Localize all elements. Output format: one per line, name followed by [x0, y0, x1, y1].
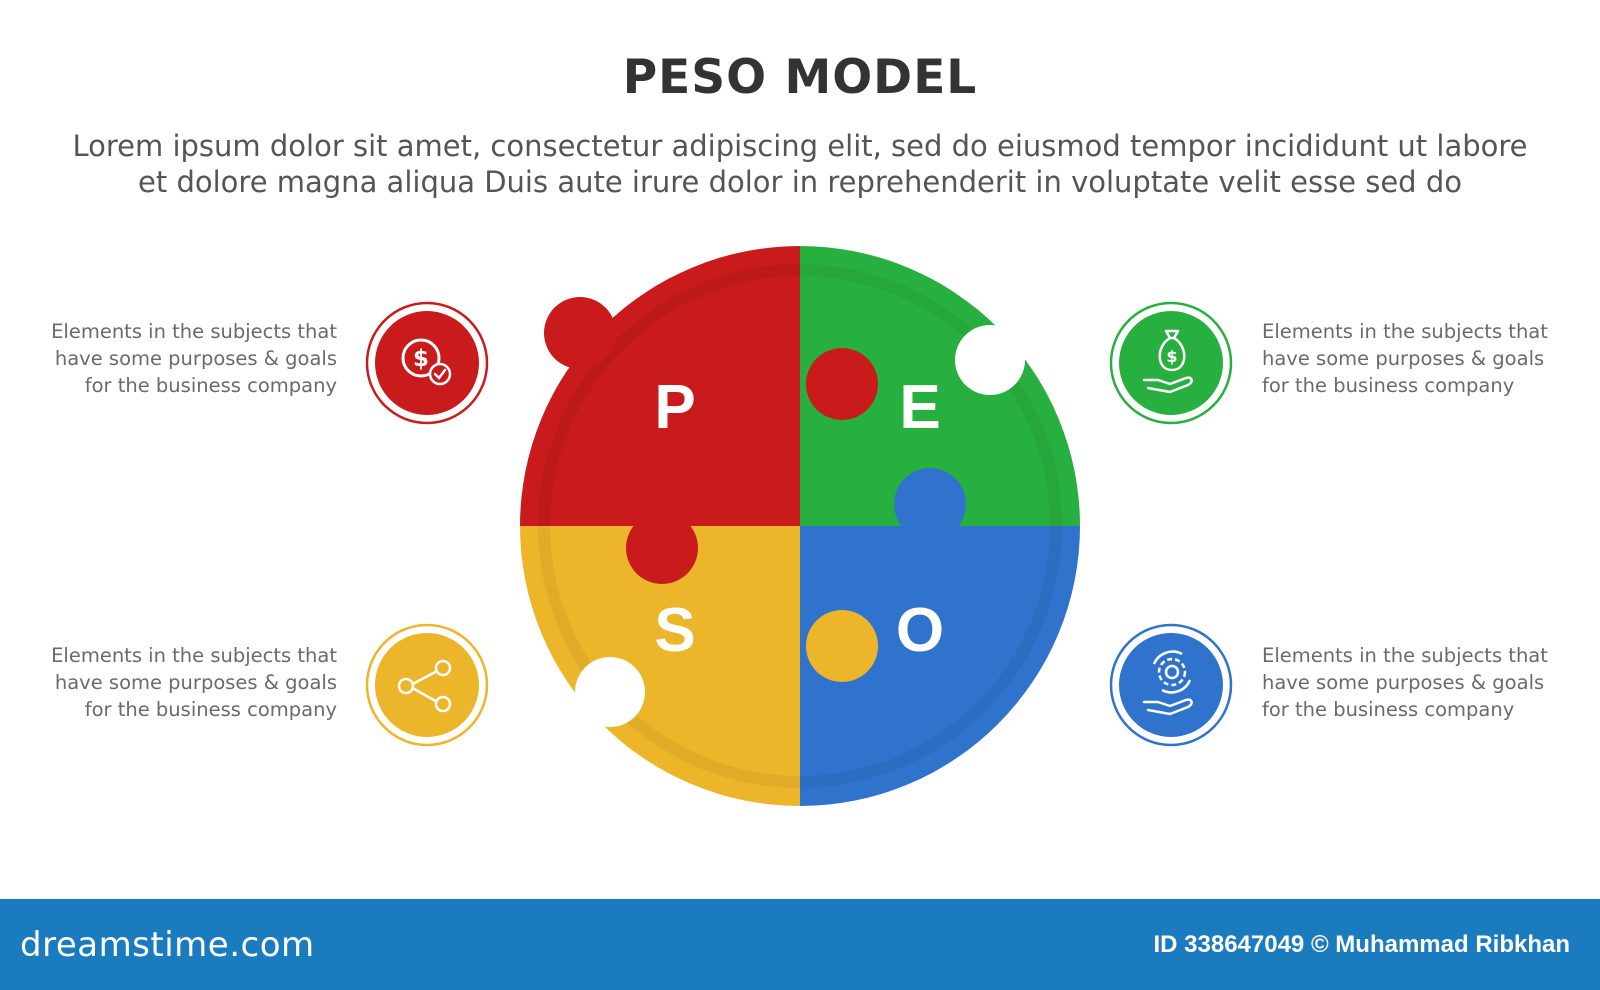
description-line: have some purposes & goals [1262, 347, 1545, 370]
page-subtitle: Lorem ipsum dolor sit amet, consectetur … [70, 128, 1530, 200]
svg-text:$: $ [1166, 347, 1177, 366]
description-line: Elements in the subjects that [51, 644, 337, 667]
description-o: Elements in the subjects that have some … [1262, 642, 1562, 723]
subtitle-line-1: Lorem ipsum dolor sit amet, consectetur … [72, 129, 1528, 163]
description-line: for the business company [84, 374, 337, 397]
letter-e: E [899, 373, 940, 442]
money-bag-hand-icon: $ [1108, 300, 1234, 426]
svg-text:$: $ [413, 346, 429, 372]
description-e: Elements in the subjects that have some … [1262, 318, 1562, 399]
description-line: have some purposes & goals [1262, 671, 1545, 694]
letter-p: P [654, 373, 695, 442]
letter-o: O [896, 596, 944, 665]
footer-brand: dreamstime.com [20, 925, 315, 965]
puzzle-tab [806, 610, 878, 682]
description-line: for the business company [1262, 374, 1515, 397]
description-line: for the business company [1262, 698, 1515, 721]
description-line: have some purposes & goals [54, 671, 337, 694]
description-line: Elements in the subjects that [1262, 644, 1548, 667]
footer-bar: dreamstime.com ID 338647049 © Muhammad R… [0, 899, 1600, 990]
gear-hand-icon [1108, 622, 1234, 748]
description-line: for the business company [84, 698, 337, 721]
description-line: Elements in the subjects that [51, 320, 337, 343]
description-p: Elements in the subjects that have some … [37, 318, 337, 399]
puzzle-tab [806, 348, 878, 420]
puzzle-tab [894, 468, 966, 540]
description-line: Elements in the subjects that [1262, 320, 1548, 343]
puzzle-pieces [520, 246, 1080, 806]
footer-credit: ID 338647049 © Muhammad Ribkhan [1153, 931, 1570, 958]
dollar-check-icon: $ [364, 300, 490, 426]
letter-s: S [654, 596, 695, 665]
description-s: Elements in the subjects that have some … [37, 642, 337, 723]
subtitle-line-2: et dolore magna aliqua Duis aute irure d… [138, 165, 1462, 199]
puzzle-tab [544, 297, 616, 369]
description-line: have some purposes & goals [54, 347, 337, 370]
share-icon [364, 622, 490, 748]
page-title: PESO MODEL [622, 50, 978, 105]
peso-puzzle-diagram: P E S O [520, 246, 1080, 806]
puzzle-tab [626, 512, 698, 584]
